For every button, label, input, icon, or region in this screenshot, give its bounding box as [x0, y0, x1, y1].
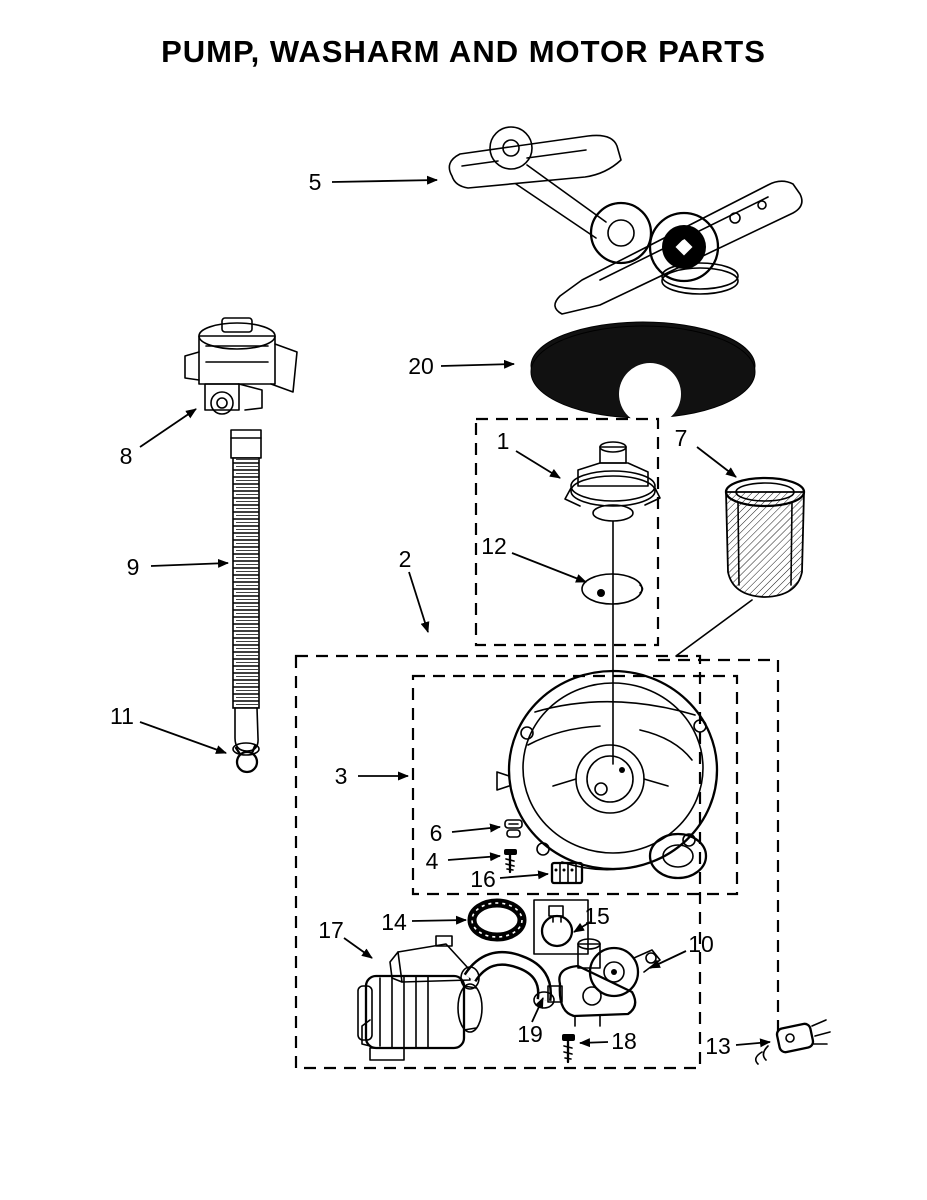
- callout-13: 13: [705, 1033, 731, 1059]
- splash-shield-part: [530, 321, 756, 425]
- arrow-18: [579, 1038, 609, 1048]
- screw-part: [504, 849, 517, 874]
- callout-16: 16: [470, 866, 496, 892]
- inlet-valve-part: [184, 317, 298, 415]
- callout-arrows: [139, 175, 771, 1048]
- callout-8: 8: [120, 443, 133, 469]
- callout-5: 5: [309, 169, 322, 195]
- arrow-2: [408, 571, 430, 633]
- seal-part: [581, 573, 644, 605]
- sump-part: [496, 669, 719, 880]
- arrow-13: [735, 1038, 771, 1048]
- callout-10: 10: [688, 931, 714, 957]
- group-box-right: [658, 658, 780, 1032]
- callout-1: 1: [497, 428, 510, 454]
- arrow-16: [499, 870, 549, 880]
- callout-4: 4: [426, 848, 439, 874]
- arrow-10: [649, 950, 687, 969]
- callout-19: 19: [517, 1021, 543, 1047]
- callout-labels: 5 20 8 9 11 1 7 12 2 3 6 4 16 14 15 17 1…: [110, 169, 731, 1059]
- arrow-1: [515, 450, 561, 479]
- arrow-17: [343, 937, 373, 959]
- drain-hose-part: [230, 429, 262, 756]
- drain-pump-part: [547, 938, 661, 1027]
- callout-9: 9: [127, 554, 140, 580]
- group-box-3-outer: [294, 654, 702, 1070]
- screw-18-part: [562, 1034, 575, 1064]
- impeller-assembly-part: [564, 441, 661, 765]
- callout-12: 12: [481, 533, 507, 559]
- arrow-4: [447, 852, 501, 862]
- callout-2: 2: [399, 546, 412, 572]
- arrow-9: [150, 558, 229, 568]
- arrow-8: [139, 408, 197, 448]
- arrow-7: [696, 446, 737, 478]
- callout-14: 14: [381, 909, 407, 935]
- callout-15: 15: [584, 903, 610, 929]
- elbow-hose-part: [460, 951, 555, 1009]
- arrow-15: [573, 921, 591, 933]
- callout-18: 18: [611, 1028, 637, 1054]
- seal-ring-part: [467, 898, 527, 942]
- motor-part: [357, 935, 483, 1061]
- callout-20: 20: [408, 353, 434, 379]
- group-box-sump-inner: [411, 674, 739, 896]
- arrow-5: [331, 175, 438, 185]
- arrow-11: [139, 721, 227, 754]
- arrow-14: [411, 915, 467, 925]
- page-title: PUMP, WASHARM AND MOTOR PARTS: [161, 34, 766, 69]
- clamp-box-part: [533, 899, 589, 955]
- grommet-part: [504, 819, 523, 838]
- arrow-19: [531, 997, 544, 1023]
- arrow-20: [440, 359, 515, 369]
- arrow-6: [451, 823, 501, 833]
- callout-7: 7: [675, 425, 688, 451]
- group-box-2: [474, 417, 660, 647]
- filter-part: [675, 476, 806, 657]
- connector-part: [550, 861, 584, 885]
- arrow-12: [511, 552, 587, 583]
- callout-11: 11: [110, 703, 134, 729]
- callout-17: 17: [318, 917, 344, 943]
- wash-arm-part: [448, 126, 803, 315]
- callout-3: 3: [335, 763, 348, 789]
- callout-6: 6: [430, 820, 443, 846]
- hose-clamp-part: [234, 744, 259, 774]
